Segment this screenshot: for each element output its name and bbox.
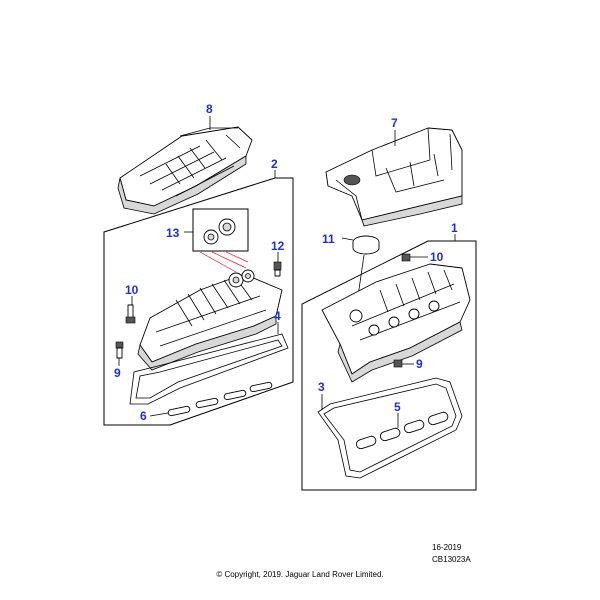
callout-10-right: 10 <box>430 250 444 264</box>
seals-right <box>355 411 449 450</box>
seals-left <box>167 381 273 417</box>
oil-separator-inset <box>192 208 249 273</box>
oil-filler-cap <box>352 235 380 311</box>
engine-cover-left <box>117 126 253 215</box>
cam-cover-right <box>321 263 471 383</box>
callout-13: 13 <box>166 226 180 240</box>
engine-cover-right <box>325 127 463 227</box>
callout-9-left: 9 <box>114 366 121 380</box>
leader-6 <box>149 412 169 417</box>
callout-7: 7 <box>391 116 398 130</box>
callout-12: 12 <box>271 239 285 253</box>
bolt-9-right <box>393 359 403 368</box>
gasket-right <box>317 377 463 479</box>
callout-1: 1 <box>451 221 458 235</box>
gasket-left <box>129 333 289 405</box>
callout-2: 2 <box>271 157 278 171</box>
cam-cover-left <box>137 269 283 371</box>
callout-11: 11 <box>322 232 335 246</box>
callout-9-right: 9 <box>416 357 423 371</box>
group-box-left <box>103 177 294 426</box>
callout-4: 4 <box>274 309 281 323</box>
bolt-10-right <box>401 253 411 262</box>
group-box-right <box>301 240 477 491</box>
copyright-notice: © Copyright, 2019. Jaguar Land Rover Lim… <box>216 570 384 579</box>
bolt-12 <box>273 261 282 277</box>
callout-3: 3 <box>318 380 325 394</box>
diagram-code: CB13023A <box>432 555 471 564</box>
callout-6: 6 <box>140 409 147 423</box>
diagram-date: 16-2019 <box>432 543 462 552</box>
callout-5: 5 <box>394 400 401 414</box>
stud-10-left <box>125 304 136 324</box>
bolt-9-left <box>115 341 124 359</box>
callout-10-left: 10 <box>125 283 139 297</box>
callout-8: 8 <box>206 102 213 116</box>
leader-11 <box>341 237 354 241</box>
